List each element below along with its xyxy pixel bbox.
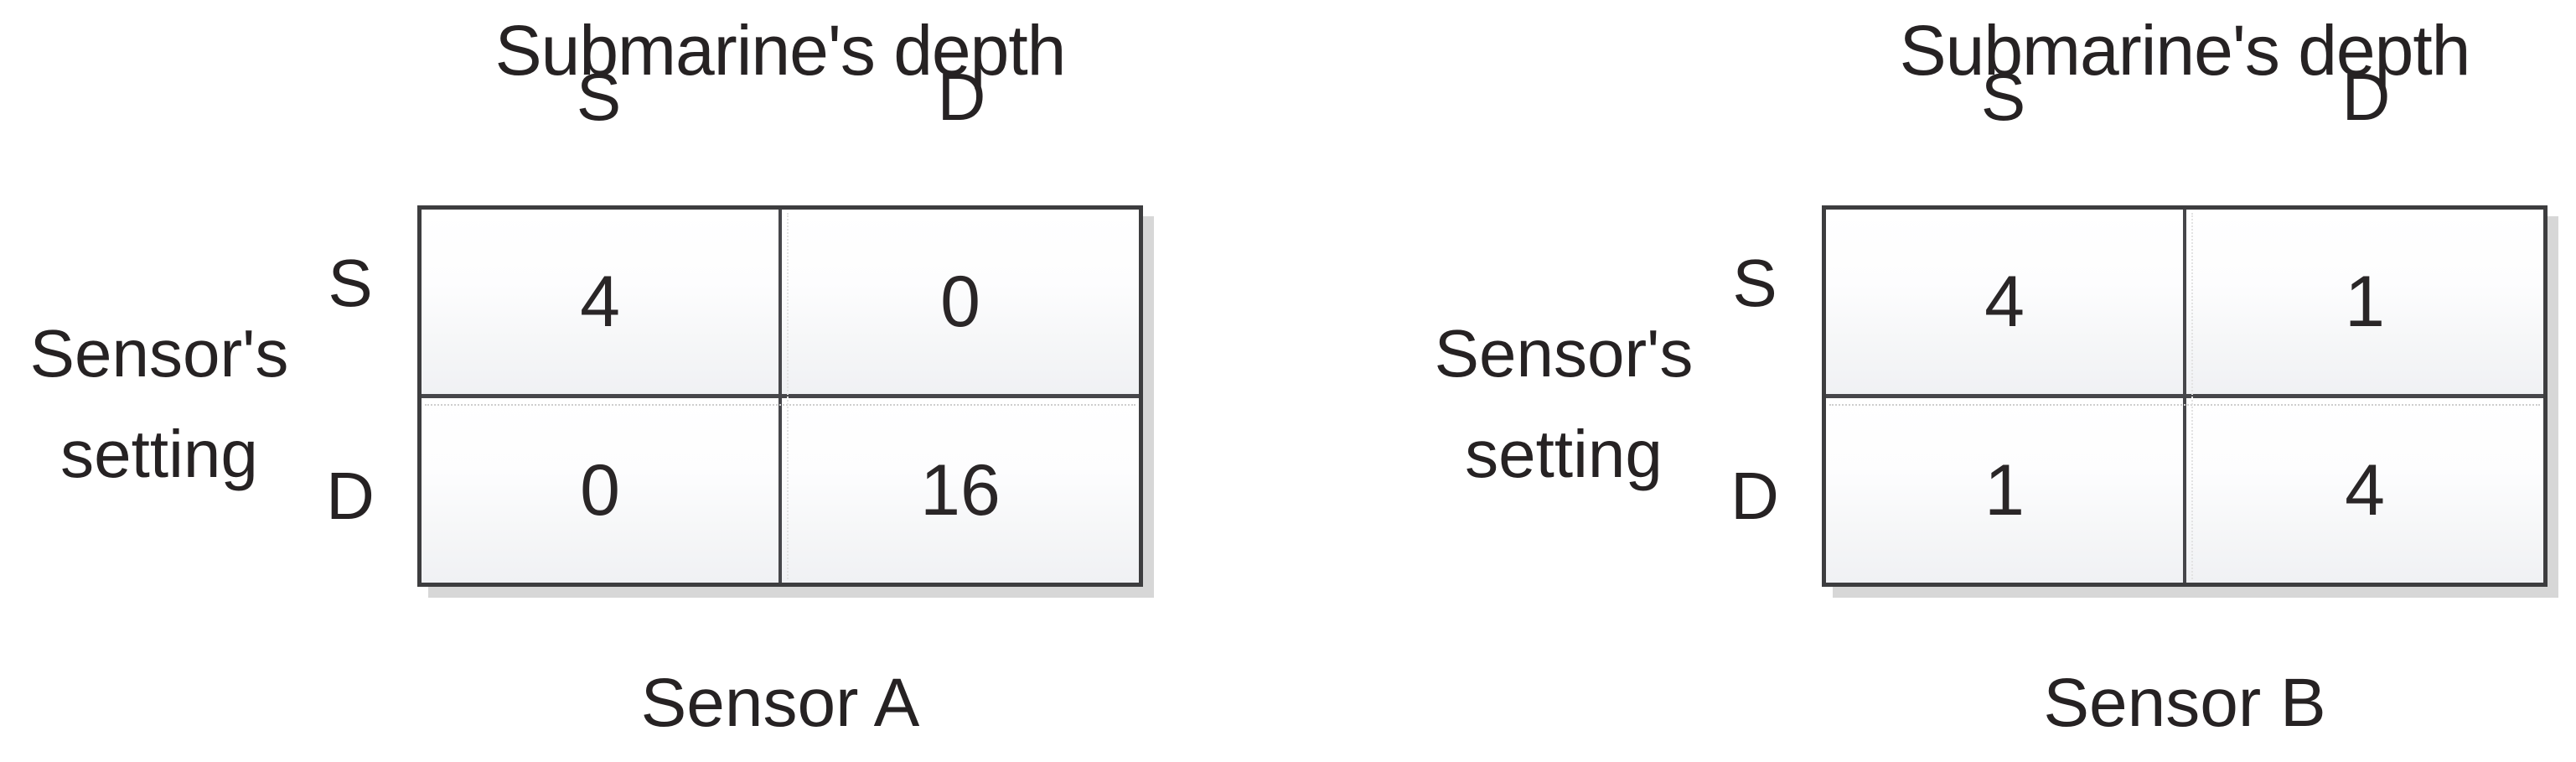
table-caption-sensor-b: Sensor B (2043, 665, 2326, 741)
table-caption-sensor-a: Sensor A (640, 665, 920, 741)
cell-s-d: 0 (782, 210, 1139, 394)
payoff-table-sensor-b: 4 1 1 4 (1822, 205, 2548, 587)
cell-d-d: 16 (782, 398, 1139, 583)
sensor-a-panel: Submarine's depth S D Sensor's setting S… (30, 0, 1143, 762)
column-axis-title: Submarine's depth (1899, 11, 2471, 90)
cell-d-d: 4 (2186, 398, 2543, 583)
row-axis-title-line2: setting (60, 417, 258, 491)
cell-d-s: 1 (1826, 398, 2183, 583)
column-header-deep: D (937, 60, 986, 134)
column-axis-title: Submarine's depth (494, 11, 1067, 90)
column-header-deep: D (2341, 60, 2391, 134)
column-header-shallow: S (1980, 60, 2026, 134)
cell-s-d: 1 (2186, 210, 2543, 394)
row-axis-title-line2: setting (1465, 417, 1663, 491)
row-axis-title: Sensor's setting (21, 303, 297, 505)
row-header-shallow: S (328, 246, 373, 320)
row-header-deep: D (1730, 459, 1779, 533)
column-header-shallow: S (576, 60, 622, 134)
cell-s-s: 4 (1826, 210, 2183, 394)
row-header-shallow: S (1732, 246, 1777, 320)
row-axis-title-line1: Sensor's (29, 316, 289, 391)
cell-s-s: 4 (422, 210, 778, 394)
cell-d-s: 0 (422, 398, 778, 583)
sensor-b-panel: Submarine's depth S D Sensor's setting S… (1435, 0, 2548, 762)
payoff-table-sensor-a: 4 0 0 16 (417, 205, 1143, 587)
row-axis-title-line1: Sensor's (1434, 316, 1694, 391)
row-axis-title: Sensor's setting (1425, 303, 1702, 505)
row-header-deep: D (326, 459, 375, 533)
